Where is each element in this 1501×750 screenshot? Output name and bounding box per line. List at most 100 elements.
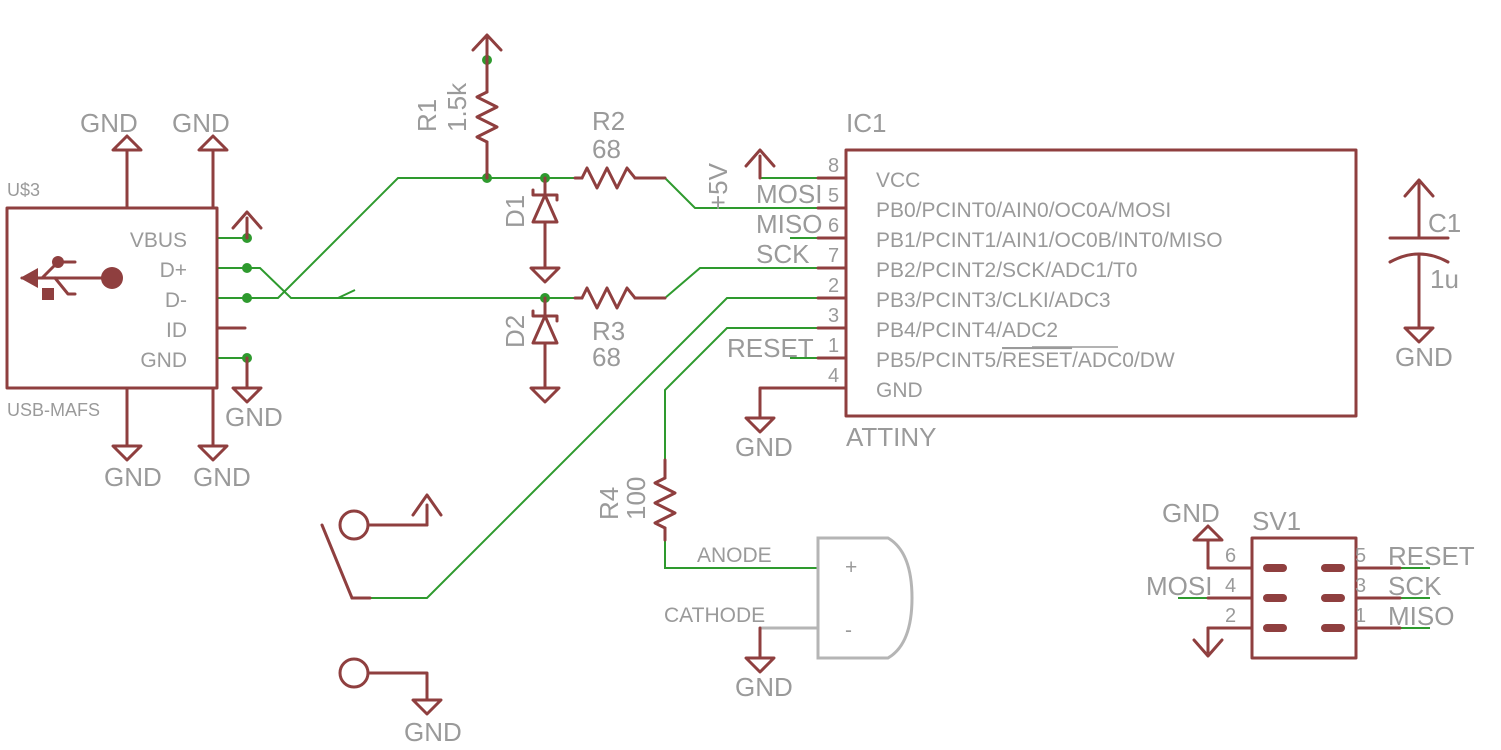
ic1-value: ATTINY [846,422,937,452]
sv1-vcc-symbol [1192,626,1224,658]
c1-value: 1u [1430,264,1459,294]
sv1-pin-number: 3 [1355,575,1366,597]
sv1-pin-number: 6 [1225,545,1236,567]
net-label-mosi: MOSI [1146,571,1212,601]
gnd-label: GND [104,462,162,492]
switch-contact-top [338,509,370,541]
switch-lever [320,523,354,600]
sv1-pin-number: 5 [1355,545,1366,567]
junction-dot [242,263,252,273]
sv1-pin-number: 4 [1225,575,1236,597]
ic1-pin-name: PB0/PCINT0/AIN0/OC0A/MOSI [876,199,1171,222]
ic1-pin-number: 8 [828,155,839,177]
wire-r3-sck [664,267,846,299]
wire-dminus [217,177,545,299]
wires [217,177,1430,629]
r4-value: 100 [621,477,651,520]
gnd-label: GND [1395,342,1453,372]
net-label-mosi: MOSI [756,179,822,209]
wire-pb3-switch [370,297,846,599]
buzzer-cathode-label: CATHODE [664,604,765,627]
net-label-reset: RESET [1388,541,1475,571]
resistor-r3: R3 68 [573,286,667,372]
ic1-body [844,148,1358,418]
d1-name: D1 [500,195,530,228]
ic1-pin-name: PB2/PCINT2/SCK/ADC1/T0 [876,259,1137,282]
net-label-sck: SCK [1388,571,1442,601]
usb-body [5,206,219,390]
r3-value: 68 [592,342,621,372]
net-label-miso: MISO [756,209,822,239]
ic1-pin-number: 7 [828,245,839,267]
switch-supply-arrow [411,493,443,517]
net-label-sck: SCK [756,239,810,269]
c1-supply-arrow [1403,178,1435,198]
usb-gnd-bottom-left [111,386,143,462]
ic1-gnd-symbol [744,386,820,434]
wire-dplus [217,267,356,299]
isp-header-sv1: SV1 6 5 4 3 2 1 RESET SCK MISO MOSI GND [1146,498,1475,660]
r4-name: R4 [594,487,624,520]
push-switch: GND [320,493,462,747]
usb-gnd-top-right [197,134,229,210]
buzzer: + - ANODE CATHODE GND [664,536,914,702]
wire-r2-mosi [664,177,846,209]
r1-value: 1.5k [442,82,472,132]
r1-name: R1 [412,99,442,132]
ic1-pin-name: PB1/PCINT1/AIN1/OC0B/INT0/MISO [876,229,1223,252]
sv1-pin-number: 1 [1355,605,1366,627]
usb-pin-id: ID [166,319,187,342]
gnd-label: GND [1162,498,1220,528]
usb-connector: U$3 USB-MAFS VBUS D+ D- ID GND [5,108,283,492]
switch-contact-bottom [338,657,370,689]
buzzer-anode-label: ANODE [697,544,772,567]
ic1-name: IC1 [846,108,886,138]
ic1-pin-name-part: /ADC0/DW [1072,349,1175,372]
resistor-r2: R2 68 [573,106,667,190]
ic1-pin-number: 6 [828,215,839,237]
sv1-gnd-symbol [1192,524,1224,570]
sv1-name: SV1 [1252,506,1301,536]
wire-r4-anode [664,540,818,569]
wire-pb4-r4 [664,327,846,460]
ic1-pin-name: PB4/PCINT4/ADC2 [876,319,1058,342]
vbus-supply-symbol [231,210,263,240]
r3-name: R3 [592,316,625,346]
gnd-label: GND [80,108,138,138]
ic1-pin-name: VCC [876,169,920,192]
gnd-label: GND [193,462,251,492]
capacitor-c1: C1 1u GND [1388,178,1461,372]
r2-value: 68 [592,134,621,164]
gnd-label: GND [735,672,793,702]
usb-pin-gnd: GND [140,349,187,372]
junction-dot [242,293,252,303]
ic1-pin-number: 3 [828,305,839,327]
r2-name: R2 [592,106,625,136]
zener-d1: D1 [500,176,561,284]
resistor-r1: R1 1.5k [412,33,503,180]
usb-gnd-bottom-right [197,386,229,462]
d2-name: D2 [500,315,530,348]
usb-pin-gnd-symbol [231,356,263,404]
net-label-reset: RESET [727,333,814,363]
net-label-5v: +5V [703,162,733,210]
usb-name: U$3 [7,180,40,200]
gnd-label: GND [225,402,283,432]
zener-d2: D2 [500,296,561,404]
ic1-pin-number: 2 [828,275,839,297]
ic1-pin-name-overbar: RESET [1002,349,1072,372]
gnd-label: GND [735,432,793,462]
ic1-pin-number: 1 [828,335,839,357]
usb-pin-dminus: D- [165,289,187,312]
gnd-label: GND [172,108,230,138]
ic1-pin-name: PB5/PCINT5/RESET/ADC0/DW [876,349,1175,372]
usb-pin-dplus: D+ [160,259,187,282]
ic1-pin-number: 5 [828,185,839,207]
ic1-pin-number: 4 [828,365,839,387]
r1-supply-arrow [471,33,503,52]
ic1-pin-name-part: PB5/PCINT5/ [876,349,1002,372]
buzzer-minus: - [845,619,852,642]
usb-gnd-top-left [111,134,143,210]
net-label-miso: MISO [1388,601,1454,631]
